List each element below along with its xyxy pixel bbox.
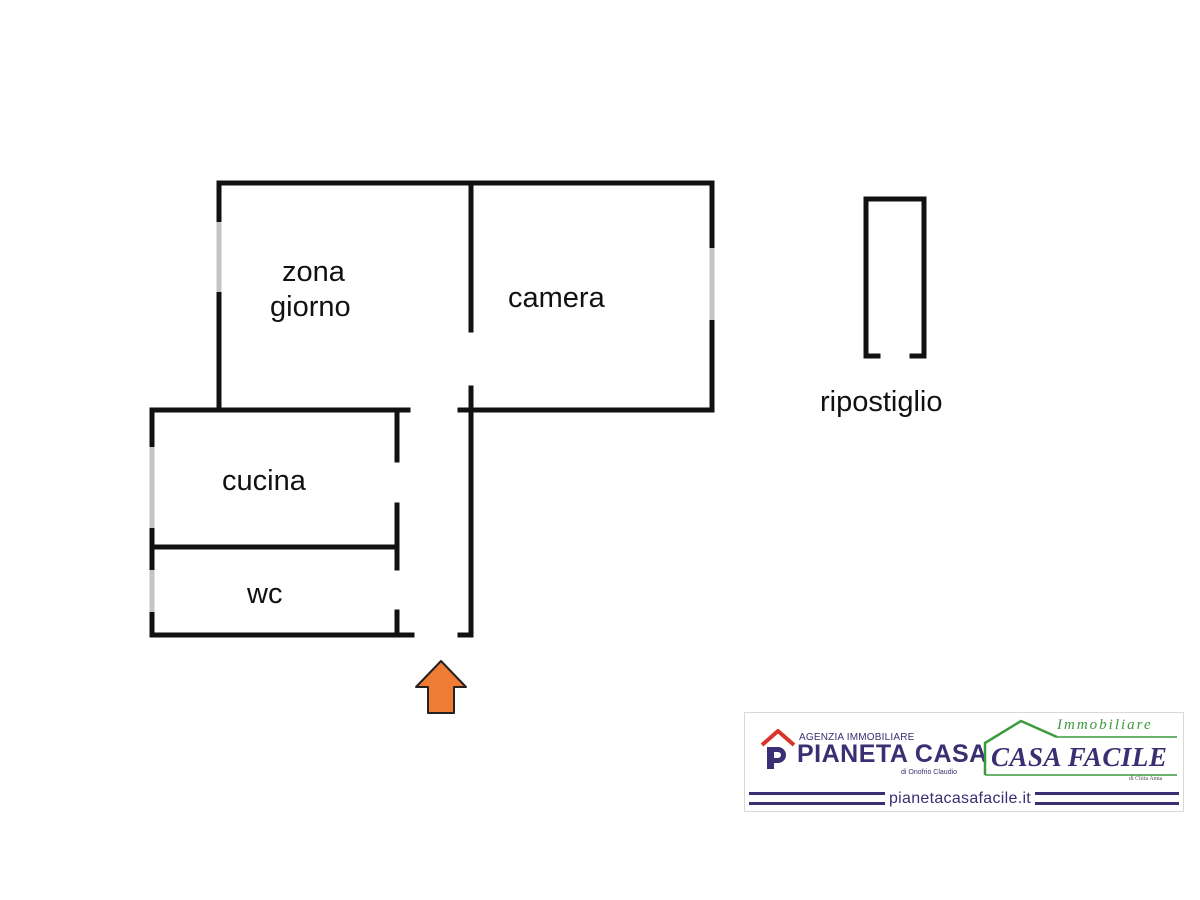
up-arrow-icon [415,660,467,714]
zona-giorno-label: zona [282,256,345,288]
agency-owner: di Onofrio Claudio [901,769,958,776]
roof-outline-icon [983,719,1177,776]
partner-name: CASA FACILE [991,742,1168,772]
cucina-label: cucina [222,465,306,497]
partner-tagline: Immobiliare [1057,717,1153,733]
agency-tagline: AGENZIA IMMOBILIARE [799,732,915,743]
agency-name: PIANETA CASA [797,740,988,768]
zona-giorno-label: giorno [270,291,351,323]
partner-owner: di Chita Anna [1129,776,1163,782]
ripostiglio-outline [863,196,927,359]
wc-label: wc [247,578,283,610]
ripostiglio-label: ripostiglio [820,386,943,418]
house-p-logo-icon [760,729,796,769]
camera-label: camera [508,282,605,314]
agency-logo-panel: AGENZIA IMMOBILIARE PIANETA CASA di Onof… [744,712,1184,812]
website-link[interactable]: pianetacasafacile.it [885,790,1035,808]
